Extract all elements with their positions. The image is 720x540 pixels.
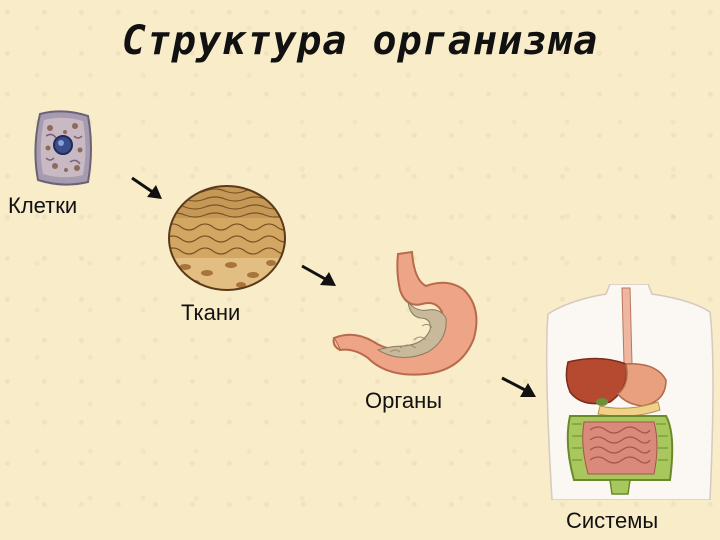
level-label-systems: Системы [566,508,659,533]
arrow-icon [301,264,336,286]
tissue-icon [168,185,286,291]
slide-title: Структура организма [121,18,599,64]
arrow-icon [131,176,162,199]
cell-icon [34,110,92,186]
digestive-system-icon [545,284,714,500]
level-label-tissue: Ткани [181,300,241,325]
stomach-icon [332,250,478,376]
level-label-organs: Органы [365,388,443,413]
level-label-cells: Клетки [8,193,78,218]
arrow-icon [501,376,536,397]
